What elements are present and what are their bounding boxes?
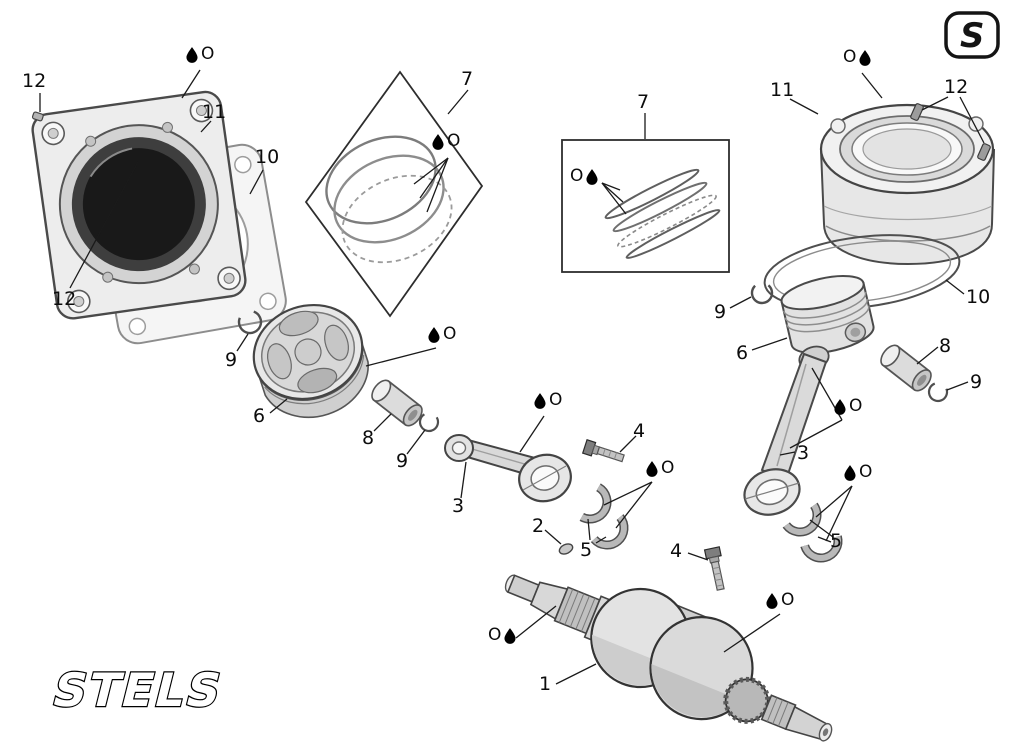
oil-drop-icon — [859, 49, 871, 66]
oil-letter: O — [201, 44, 215, 64]
part-label-5-bearings-right: 5 — [830, 530, 843, 552]
stels-logo-text: STELS — [47, 665, 229, 718]
part-label-6-piston-right: 6 — [736, 342, 749, 364]
piston-rings-box-right — [561, 139, 730, 273]
oil-point-bearings-right: O — [844, 464, 872, 481]
oil-letter: O — [549, 390, 563, 410]
oil-letter: O — [661, 458, 675, 478]
oil-letter: O — [781, 590, 795, 610]
connecting-rod-right — [743, 345, 830, 516]
oil-letter: O — [443, 324, 457, 344]
woodruff-key — [558, 543, 574, 555]
oil-letter: O — [849, 396, 863, 416]
oil-drop-icon — [766, 592, 778, 609]
part-label-2-key: 2 — [532, 515, 545, 537]
stels-logo: STELS — [46, 663, 230, 719]
s-badge-logo: S — [944, 11, 1000, 59]
part-label-9-circlip-left-bottom: 9 — [396, 450, 409, 472]
oil-drop-icon — [504, 627, 516, 644]
circlip-left-top — [237, 309, 263, 335]
oil-point-piston-left: O — [428, 326, 456, 343]
oil-drop-icon — [534, 392, 546, 409]
oil-point-rod-left: O — [534, 392, 562, 409]
oil-point-crankpin: O — [766, 592, 794, 609]
rod-bolt-right — [703, 546, 725, 591]
oil-point-rod-right: O — [834, 398, 862, 415]
piston-pin-left — [371, 379, 423, 427]
oil-point-ringbox-left: O — [432, 133, 460, 150]
part-label-9-circlip-right-bottom: 9 — [970, 371, 983, 393]
oil-letter: O — [859, 462, 873, 482]
part-label-8-pin-left: 8 — [362, 427, 375, 449]
part-label-11-cylinder-left: 11 — [202, 101, 227, 123]
studs-right — [910, 103, 991, 161]
oil-drop-icon — [432, 133, 444, 150]
piston-rings-box-left — [304, 70, 484, 318]
oil-drop-icon — [186, 46, 198, 63]
crankshaft — [504, 574, 833, 742]
leader-lines — [39, 69, 985, 685]
part-label-7-ringbox-right: 7 — [637, 91, 650, 113]
rod-bolt-left — [581, 439, 625, 463]
piston-right — [780, 275, 875, 354]
oil-letter: O — [843, 47, 857, 67]
part-label-12-studs-right: 12 — [944, 76, 969, 98]
piston-pin-right — [880, 344, 932, 392]
part-label-8-pin-right: 8 — [939, 335, 952, 357]
part-label-1-crankshaft: 1 — [539, 673, 552, 695]
oil-letter: O — [447, 131, 461, 151]
oil-point-crank-journal: O — [488, 627, 516, 644]
oil-point-cylinder-left: O — [186, 46, 214, 63]
part-label-5-bearings-left: 5 — [580, 539, 593, 561]
part-label-3-rod-left: 3 — [452, 495, 465, 517]
oil-drop-icon — [646, 460, 658, 477]
oil-drop-icon — [586, 168, 598, 185]
part-label-10-gasket-right: 10 — [966, 286, 991, 308]
dowel-pin-left — [31, 111, 44, 122]
part-label-9-circlip-right-top: 9 — [714, 301, 727, 323]
oil-point-bearings-left: O — [646, 460, 674, 477]
part-label-12-dowel-left: 12 — [22, 70, 47, 92]
part-label-3-rod-right: 3 — [797, 442, 810, 464]
circlip-left-bottom — [418, 411, 440, 433]
cylinder-block-left — [31, 90, 247, 320]
circlip-right-bottom — [927, 381, 949, 403]
oil-point-cylinder-right: O — [843, 49, 871, 66]
bearing-shells-left — [568, 480, 629, 550]
circlip-right-top — [750, 281, 774, 305]
oil-drop-icon — [428, 326, 440, 343]
oil-letter: O — [570, 166, 584, 186]
part-label-12-bore-left: 12 — [52, 288, 77, 310]
part-label-11-cylinder-right: 11 — [770, 79, 795, 101]
part-label-7-ringbox-left: 7 — [461, 68, 474, 90]
part-label-6-piston-left: 6 — [253, 405, 266, 427]
part-label-4-bolt-right: 4 — [670, 540, 683, 562]
part-label-10-gasket-left: 10 — [255, 146, 280, 168]
part-label-9-circlip-left-top: 9 — [225, 349, 238, 371]
cylinder-block-right — [819, 103, 996, 266]
s-badge-letter: S — [960, 16, 985, 56]
part-label-4-bolt-left: 4 — [633, 420, 646, 442]
piston-left — [252, 303, 369, 419]
oil-letter: O — [488, 625, 502, 645]
connecting-rod-left — [444, 434, 572, 503]
bearing-shells-right — [778, 493, 843, 563]
oil-drop-icon — [844, 464, 856, 481]
oil-drop-icon — [834, 398, 846, 415]
oil-point-ringbox-right: O — [570, 168, 598, 185]
